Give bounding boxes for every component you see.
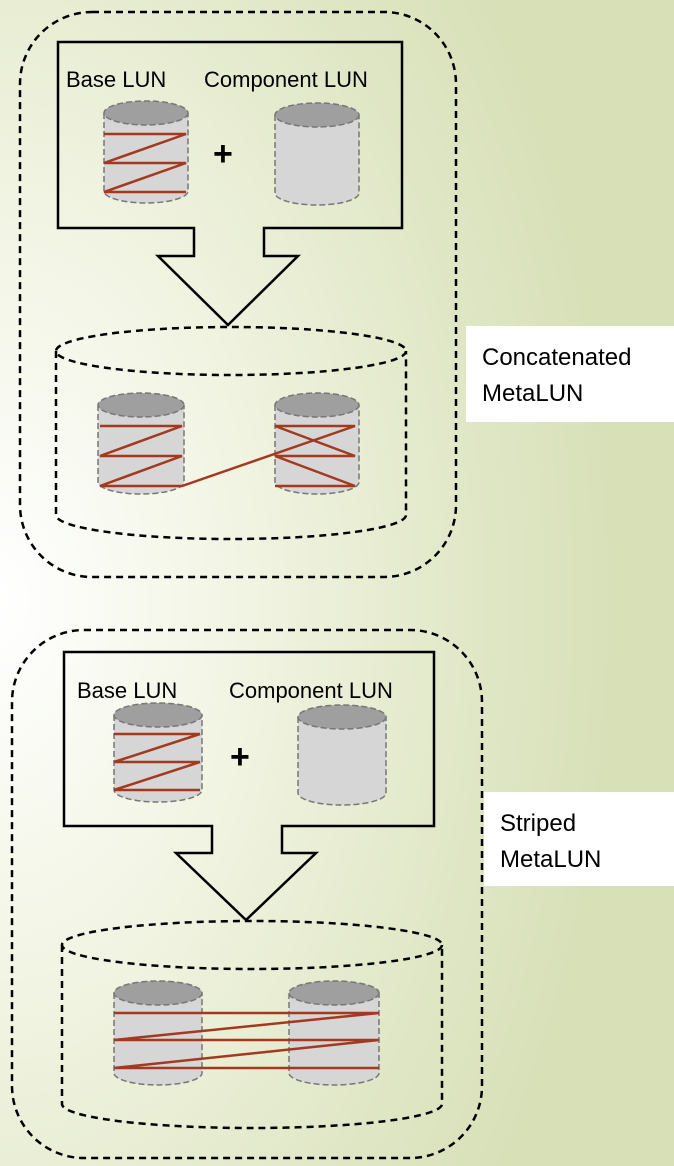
striped-base-lun-label: Base LUN [77, 678, 178, 703]
striped-plus-sign: + [230, 738, 250, 776]
striped-base-zigzag [113, 732, 201, 792]
concatenated-title-line-2: MetaLUN [482, 380, 584, 407]
concatenated-inner-component-cylinder [274, 392, 360, 495]
concatenated-merge-arrow [56, 40, 404, 327]
striped-metalun-caption: Striped MetaLUN [484, 792, 674, 886]
striped-interleaved-zigzag [113, 1011, 380, 1070]
concatenated-continuous-zigzag [99, 424, 356, 488]
concatenated-title-line-1: Concatenated [482, 344, 632, 371]
striped-group-outline [10, 628, 484, 1160]
concatenated-component-lun-label: Component LUN [204, 67, 368, 92]
concatenated-metalun-caption: Concatenated MetaLUN [466, 326, 674, 422]
concatenated-base-lun-label: Base LUN [66, 67, 167, 92]
striped-component-lun-label: Component LUN [229, 678, 393, 703]
striped-inner-component-cylinder [288, 980, 380, 1086]
concatenated-base-zigzag [103, 132, 187, 194]
concatenated-group-outline [18, 10, 458, 579]
striped-component-lun-cylinder [297, 704, 387, 806]
striped-title-line-2: MetaLUN [500, 846, 602, 873]
concatenated-component-lun-cylinder [274, 102, 360, 206]
striped-base-lun-cylinder [113, 702, 203, 803]
concatenated-base-lun-cylinder [103, 100, 189, 204]
striped-merge-arrow [62, 650, 436, 922]
concatenated-metalun-cylinder [54, 325, 408, 541]
striped-metalun-cylinder [60, 919, 444, 1130]
concatenated-inner-base-cylinder [97, 392, 185, 495]
concatenated-plus-sign: + [213, 135, 233, 173]
striped-title-line-1: Striped [500, 810, 577, 837]
